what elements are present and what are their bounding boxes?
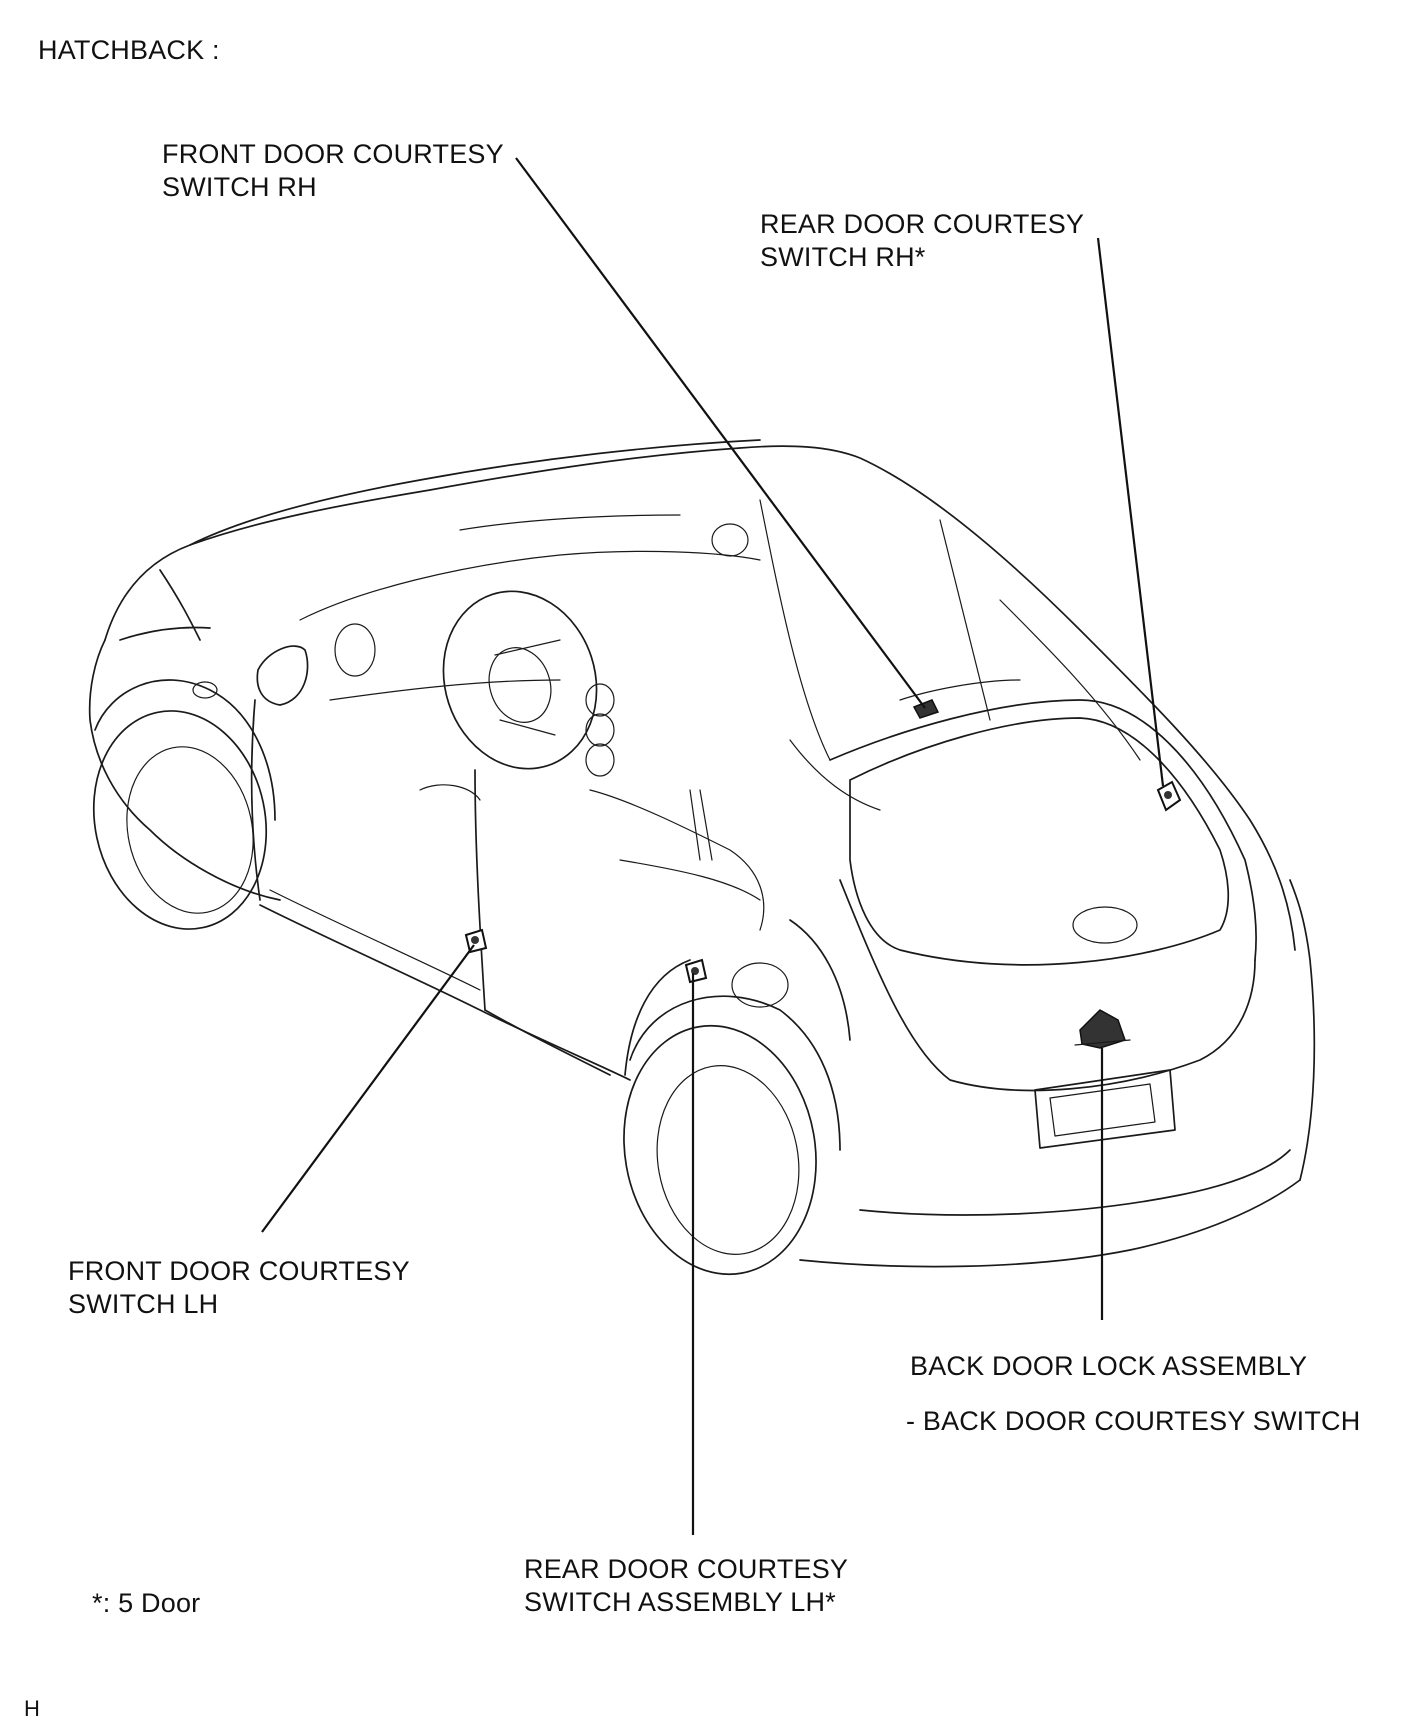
label-sub-item: - BACK DOOR COURTESY SWITCH — [906, 1406, 1361, 1436]
label-line: SWITCH LH — [68, 1289, 219, 1319]
rear-lh-switch-part — [684, 958, 708, 984]
label-line: FRONT DOOR COURTESY — [162, 139, 504, 169]
back-door-lock-part — [1074, 1009, 1131, 1049]
label-line: BACK DOOR LOCK ASSEMBLY — [910, 1351, 1308, 1381]
label-line: REAR DOOR COURTESY — [760, 209, 1085, 239]
leader-front-lh — [261, 944, 475, 1233]
label-line: SWITCH RH — [162, 172, 317, 202]
label-rear-door-courtesy-switch-rh: REAR DOOR COURTESY SWITCH RH* — [760, 208, 1084, 274]
leader-rear-rh — [1096, 237, 1165, 787]
leader-front-rh — [515, 157, 926, 709]
vehicle-interior — [299, 499, 1141, 931]
front-rh-switch-part — [912, 699, 940, 719]
corner-mark: H — [24, 1696, 41, 1721]
label-front-door-courtesy-switch-lh: FRONT DOOR COURTESY SWITCH LH — [68, 1255, 410, 1321]
label-line: REAR DOOR COURTESY — [524, 1554, 849, 1584]
label-back-door-lock-assembly: BACK DOOR LOCK ASSEMBLY - BACK DOOR COUR… — [906, 1350, 1360, 1438]
label-rear-door-courtesy-switch-assembly-lh: REAR DOOR COURTESY SWITCH ASSEMBLY LH* — [524, 1553, 848, 1619]
front-lh-switch-part — [464, 928, 488, 954]
rear-rh-switch-part — [1156, 780, 1182, 812]
label-line: SWITCH ASSEMBLY LH* — [524, 1587, 836, 1617]
label-line: SWITCH RH* — [760, 242, 926, 272]
diagram-title: HATCHBACK : — [38, 35, 220, 65]
vehicle-body — [88, 439, 1316, 1276]
label-line: FRONT DOOR COURTESY — [68, 1256, 410, 1286]
label-front-door-courtesy-switch-rh: FRONT DOOR COURTESY SWITCH RH — [162, 138, 504, 204]
footnote: *: 5 Door — [92, 1588, 201, 1618]
